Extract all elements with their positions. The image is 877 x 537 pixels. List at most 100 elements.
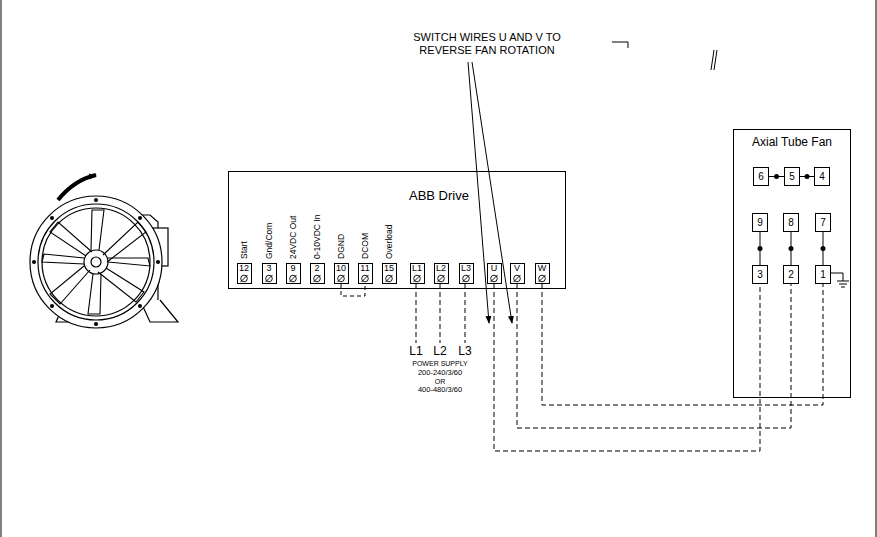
connector-line bbox=[517, 284, 791, 428]
terminal-name: 24VDC Out bbox=[289, 216, 298, 259]
terminal-screw bbox=[362, 275, 369, 282]
terminal-number: 15 bbox=[384, 264, 394, 274]
terminal-number: 9 bbox=[290, 264, 295, 274]
terminal-number: 7 bbox=[820, 217, 826, 228]
terminal-screw bbox=[241, 275, 248, 282]
terminal-number: 2 bbox=[314, 264, 319, 274]
terminal-number: W bbox=[538, 264, 547, 274]
frame-line bbox=[876, 0, 877, 537]
terminal-screw bbox=[438, 275, 445, 282]
terminal-screw bbox=[414, 275, 421, 282]
terminal-screw bbox=[386, 275, 393, 282]
connector-line bbox=[494, 284, 760, 451]
terminal-screw bbox=[338, 275, 345, 282]
terminal-name: Gnd/Com bbox=[265, 223, 274, 259]
terminal-name: 0-10VDC In bbox=[313, 215, 322, 259]
terminal-number: 11 bbox=[360, 264, 369, 274]
fan-junction-box: Axial Tube Fan 6 5 4 9 8 7 3 2 1 bbox=[733, 129, 851, 398]
terminal-number: 1 bbox=[820, 269, 826, 280]
motor-wire bbox=[494, 284, 760, 451]
power-label: L2 bbox=[433, 345, 446, 359]
power-label: POWER SUPPLY bbox=[412, 360, 468, 368]
terminal: 0-10VDC In2 bbox=[310, 263, 325, 284]
terminal-screw bbox=[539, 275, 546, 282]
terminal: V bbox=[510, 263, 525, 284]
jumper bbox=[341, 284, 365, 296]
terminal-name: Start bbox=[240, 241, 249, 259]
terminal: U bbox=[487, 263, 502, 284]
terminal: Gnd/Com3 bbox=[262, 263, 277, 284]
terminal-number: L2 bbox=[436, 264, 446, 274]
terminal: Start12 bbox=[237, 263, 252, 284]
terminal-screw bbox=[438, 275, 445, 282]
terminal-screw bbox=[314, 275, 321, 282]
callout-note: SWITCH WIRES U AND V TO REVERSE FAN ROTA… bbox=[405, 31, 570, 56]
terminal-screw bbox=[386, 275, 393, 282]
terminal: 5 bbox=[784, 167, 800, 186]
terminal-screw bbox=[539, 275, 546, 282]
terminal-number: 2 bbox=[788, 269, 794, 280]
terminal: 2 bbox=[783, 265, 799, 284]
callout-leader bbox=[468, 42, 717, 323]
terminal-number: V bbox=[514, 264, 520, 274]
terminal-name: Overload bbox=[385, 225, 394, 260]
ground-symbol bbox=[831, 273, 849, 287]
drive-box: ABB DriveStart12Gnd/Com324VDC Out90-10VD… bbox=[228, 171, 566, 289]
junction-dot bbox=[758, 246, 763, 251]
terminal-name: DCOM bbox=[361, 233, 370, 259]
frame-line bbox=[1, 0, 2, 537]
power-label: L1 bbox=[409, 345, 422, 359]
terminal-screw bbox=[463, 275, 470, 282]
terminal-number: L1 bbox=[412, 264, 422, 274]
terminal-screw bbox=[266, 275, 273, 282]
terminal: 6 bbox=[753, 167, 769, 186]
terminal-number: 8 bbox=[788, 217, 794, 228]
terminal: Overload15 bbox=[382, 263, 397, 284]
terminal-name: DGND bbox=[337, 234, 346, 259]
terminal: 7 bbox=[815, 213, 831, 232]
terminal-screw bbox=[314, 275, 321, 282]
jumper bbox=[769, 174, 784, 179]
junction-dot bbox=[789, 246, 794, 251]
terminal: DGND10 bbox=[334, 263, 349, 284]
connector-line bbox=[341, 284, 365, 296]
terminal: 1 bbox=[815, 265, 831, 284]
terminal: W bbox=[535, 263, 550, 284]
terminal-screw bbox=[290, 275, 297, 282]
terminal: 8 bbox=[783, 213, 799, 232]
junction-dot bbox=[821, 246, 826, 251]
terminal-screw bbox=[514, 275, 521, 282]
junction-dot bbox=[774, 174, 779, 179]
terminal-screw bbox=[338, 275, 345, 282]
terminal-number: U bbox=[491, 264, 498, 274]
terminal-number: 12 bbox=[239, 264, 249, 274]
terminal-number: 5 bbox=[789, 171, 795, 182]
jumper bbox=[789, 232, 794, 265]
terminal: L1 bbox=[410, 263, 425, 284]
terminal: 4 bbox=[814, 167, 830, 186]
terminal-number: 9 bbox=[757, 217, 763, 228]
terminal-screw bbox=[266, 275, 273, 282]
terminal-screw bbox=[414, 275, 421, 282]
terminal-number: 6 bbox=[758, 171, 764, 182]
power-lead bbox=[416, 284, 465, 343]
terminal-number: 10 bbox=[336, 264, 346, 274]
terminal: 24VDC Out9 bbox=[286, 263, 301, 284]
terminal-screw bbox=[514, 275, 521, 282]
motor-wire bbox=[542, 284, 823, 405]
terminal-screw bbox=[362, 275, 369, 282]
terminal: L2 bbox=[434, 263, 449, 284]
terminal: L3 bbox=[459, 263, 474, 284]
connector-line bbox=[542, 284, 823, 405]
fan-title: Axial Tube Fan bbox=[752, 136, 832, 149]
terminal-screw bbox=[463, 275, 470, 282]
jumper bbox=[800, 174, 814, 179]
terminal: DCOM11 bbox=[358, 263, 373, 284]
jumper bbox=[821, 232, 826, 265]
terminal-screw bbox=[491, 275, 498, 282]
terminal-number: 3 bbox=[266, 264, 271, 274]
terminal: 3 bbox=[752, 265, 768, 284]
terminal-number: 3 bbox=[757, 269, 763, 280]
